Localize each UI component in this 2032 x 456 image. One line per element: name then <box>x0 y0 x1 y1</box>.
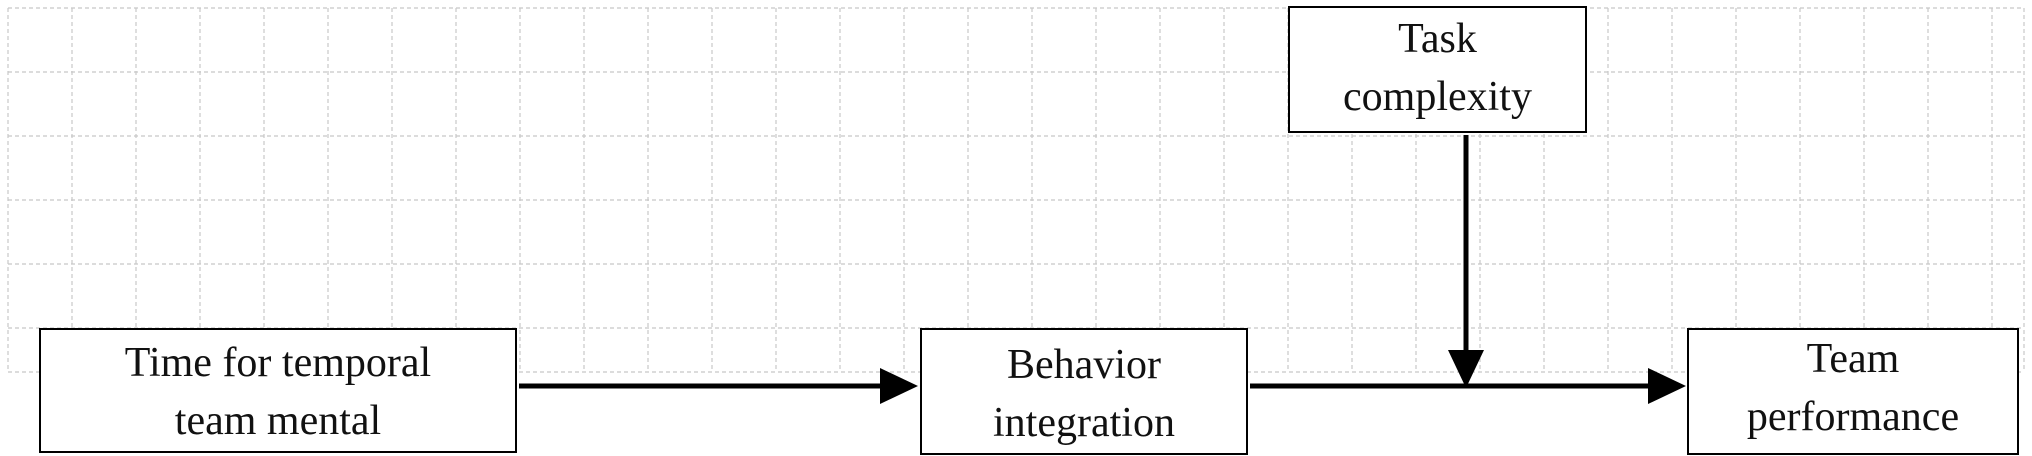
node-behavior-integration-line-1: Behavior <box>1007 342 1161 388</box>
arrows <box>519 135 1686 404</box>
node-team-performance-line-1: Team <box>1806 336 1900 382</box>
node-time-temporal-line-2: team mental <box>174 398 382 444</box>
node-task-complexity-line-1: Task <box>1398 16 1477 62</box>
node-task-complexity: Task complexity <box>1288 6 1587 133</box>
node-behavior-integration: Behavior integration <box>920 328 1248 455</box>
node-behavior-integration-line-2: integration <box>993 400 1175 446</box>
arrowhead-moderation-icon <box>1448 350 1484 388</box>
arrowhead-performance-icon <box>1648 368 1686 404</box>
node-time-temporal-team-mental: Time for temporal team mental <box>39 328 517 453</box>
node-time-temporal-line-1: Time for temporal <box>124 340 432 386</box>
node-team-performance-line-2: performance <box>1746 394 1960 440</box>
node-task-complexity-line-2: complexity <box>1343 74 1532 120</box>
arrowhead-behavior-icon <box>880 368 918 404</box>
node-team-performance: Team performance <box>1687 328 2019 455</box>
background-grid <box>7 7 2025 373</box>
